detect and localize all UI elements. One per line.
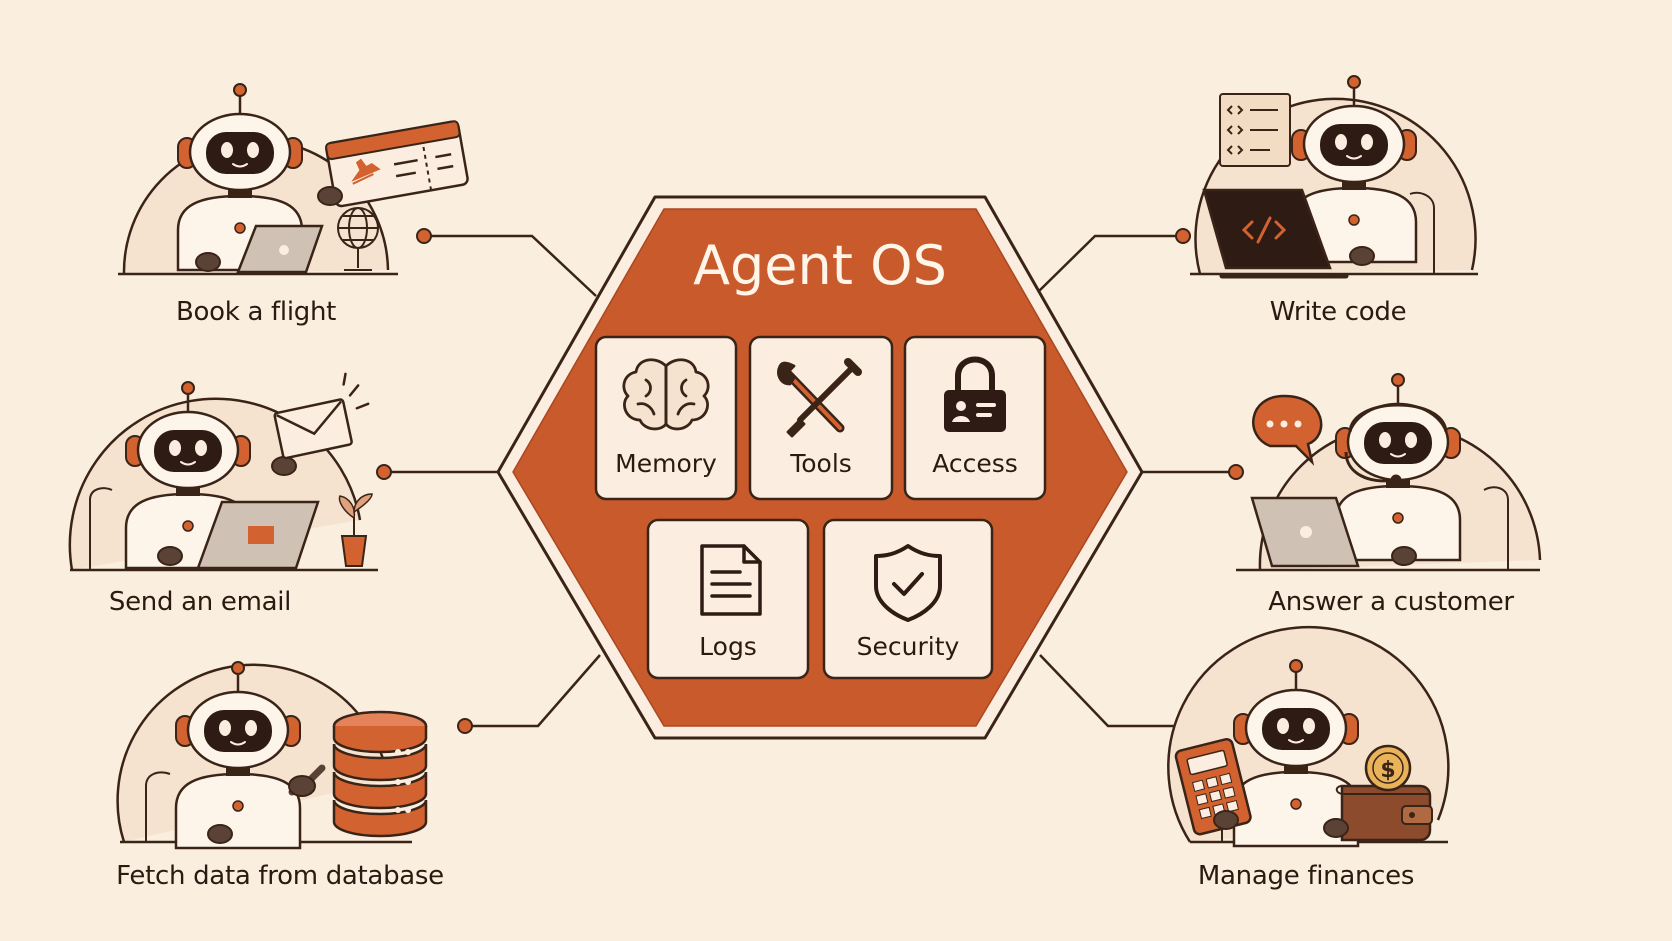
envelope-icon [273,372,370,460]
connector-manage-finances [1039,654,1183,728]
wallet-icon [1335,784,1433,842]
laptop-icon [196,500,320,570]
connector-dot [416,228,432,244]
plant-icon [338,493,373,567]
module-tile-tools: Tools [748,335,894,501]
connector-write-code [1037,234,1183,293]
task-label: Manage finances [1198,861,1414,891]
coin-icon: $ [1364,744,1412,792]
task-write-code: Write code [1190,74,1478,327]
connector-fetch-data [465,654,601,728]
module-tile-security: Security [822,518,994,680]
pointing-hand-icon [288,764,326,797]
task-book-a-flight: Book a flight [118,82,469,327]
task-label: Book a flight [176,297,336,327]
connector-book-flight [424,234,597,297]
svg-text:$: $ [1380,758,1395,783]
module-label: Tools [789,449,852,478]
chat-bubble-icon [1252,394,1323,466]
module-tile-access: Access [903,335,1047,501]
task-label: Send an email [109,587,291,617]
plane-ticket-icon [325,120,469,208]
shield-check-icon [874,544,942,622]
globe-icon [337,207,379,271]
laptop-icon [236,224,324,274]
brain-icon [622,358,710,431]
tools-icon [777,358,862,438]
headset-icon [1344,403,1448,486]
connector-dot [1228,464,1244,480]
module-label: Memory [615,449,717,478]
module-tile-logs: Logs [646,518,810,680]
laptop-icon [1250,496,1360,568]
code-panel-icon [1219,93,1291,167]
database-icon [332,710,428,838]
task-label: Write code [1270,297,1407,327]
task-answer-a-customer: Answer a customer [1236,372,1542,617]
task-label: Answer a customer [1268,587,1514,617]
connectors [384,234,1236,728]
module-tile-memory: Memory [594,335,738,501]
task-fetch-data-from-database: Fetch data from database [116,660,444,891]
document-icon [700,544,762,616]
module-label: Logs [699,632,757,661]
module-label: Security [857,632,960,661]
task-label: Fetch data from database [116,861,444,891]
connector-dot [1175,228,1191,244]
lock-icon [944,356,1006,432]
module-label: Access [932,449,1018,478]
connector-dot [376,464,392,480]
code-laptop-icon [1202,188,1349,279]
task-manage-finances: $ Manage finances [1167,625,1450,891]
connector-dot [457,718,473,734]
task-send-an-email: Send an email [68,372,378,617]
hexagon-title: Agent OS [693,234,947,297]
